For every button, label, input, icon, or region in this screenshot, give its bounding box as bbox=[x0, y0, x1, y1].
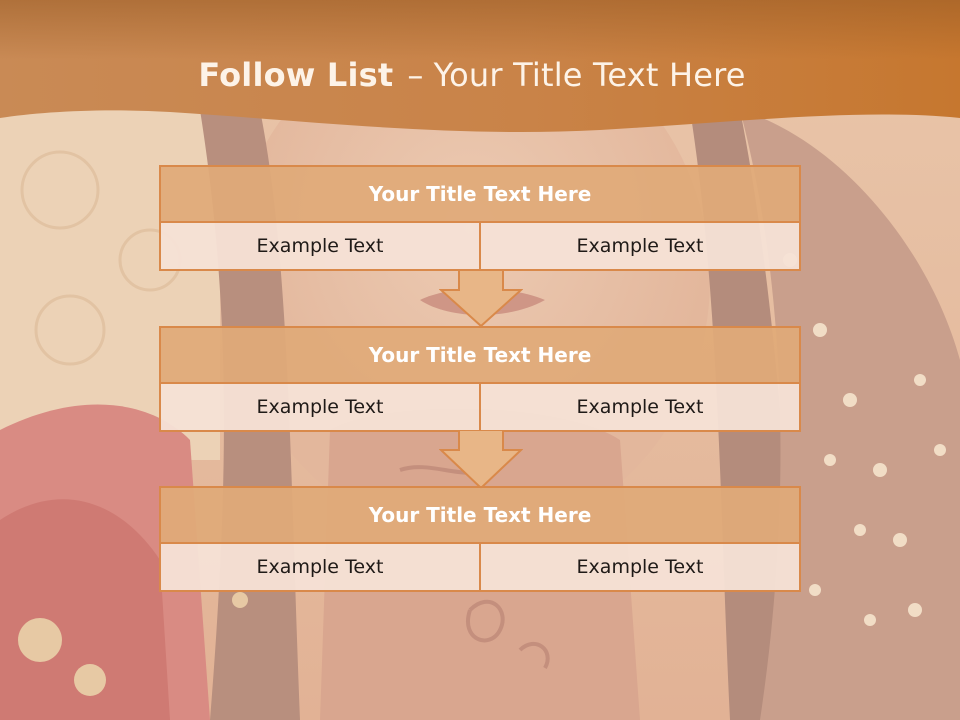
title-bold-part: Follow List bbox=[198, 56, 394, 94]
down-arrow-icon bbox=[439, 430, 523, 490]
block-title: Your Title Text Here bbox=[159, 326, 801, 384]
block-cell-right: Example Text bbox=[479, 221, 801, 271]
title-subtitle-part: Your Title Text Here bbox=[433, 56, 746, 94]
block-cell-left: Example Text bbox=[159, 382, 481, 432]
block-title: Your Title Text Here bbox=[159, 165, 801, 223]
block-cell-right: Example Text bbox=[479, 542, 801, 592]
slide-title: Follow List–Your Title Text Here bbox=[0, 56, 944, 94]
down-arrow-icon bbox=[439, 270, 523, 328]
header-band bbox=[0, 0, 960, 133]
block-title: Your Title Text Here bbox=[159, 486, 801, 544]
block-cell-right: Example Text bbox=[479, 382, 801, 432]
block-cell-left: Example Text bbox=[159, 221, 481, 271]
title-dash: – bbox=[407, 56, 424, 94]
block-cell-left: Example Text bbox=[159, 542, 481, 592]
